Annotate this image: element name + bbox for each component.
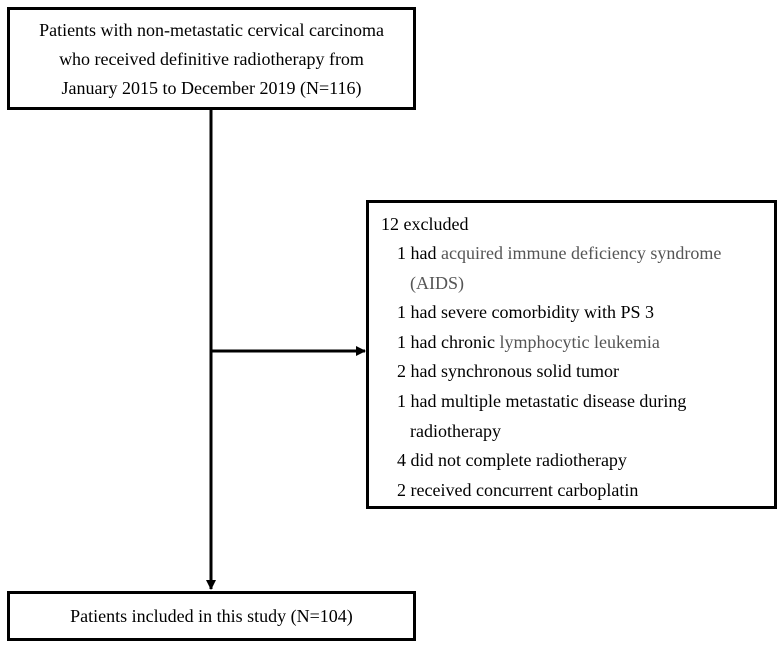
exclusion-item: 2 received concurrent carboplatin [397, 479, 639, 500]
exclusion-item: 2 had synchronous solid tumor [397, 361, 619, 382]
exclusion-item: 1 had acquired immune deficiency syndrom… [397, 239, 774, 269]
start-box-line: January 2015 to December 2019 (N=116) [61, 78, 362, 98]
exclusion-item: 1 had severe comorbidity with PS 3 [397, 302, 654, 323]
exclusion-item-continuation: radiotherapy [410, 420, 501, 441]
exclusion-item: 4 did not complete radiotherapy [397, 450, 627, 471]
exclusion-item: 1 had chronic lymphocytic leukemia [397, 328, 774, 358]
exclusion-item: 1 had multiple metastatic disease during [397, 390, 687, 411]
exclusion-item-continuation: (AIDS) [410, 272, 464, 293]
excluded-box: 12 excluded 1 had acquired immune defici… [366, 200, 777, 509]
start-box-line: who received definitive radiotherapy fro… [59, 49, 364, 69]
exclusion-item-highlight: lymphocytic leukemia [499, 331, 660, 352]
start-box: Patients with non-metastatic cervical ca… [7, 7, 416, 110]
excluded-heading: 12 excluded [381, 214, 469, 234]
exclusion-item-highlight: acquired immune deficiency syndrome [441, 243, 722, 263]
exclusion-item-text: 1 had [397, 243, 441, 263]
exclusion-list: 1 had acquired immune deficiency syndrom… [369, 239, 774, 505]
exclusion-item-text: 1 had chronic [397, 331, 500, 352]
start-box-line: Patients with non-metastatic cervical ca… [39, 20, 384, 40]
end-box: Patients included in this study (N=104) [7, 591, 416, 641]
